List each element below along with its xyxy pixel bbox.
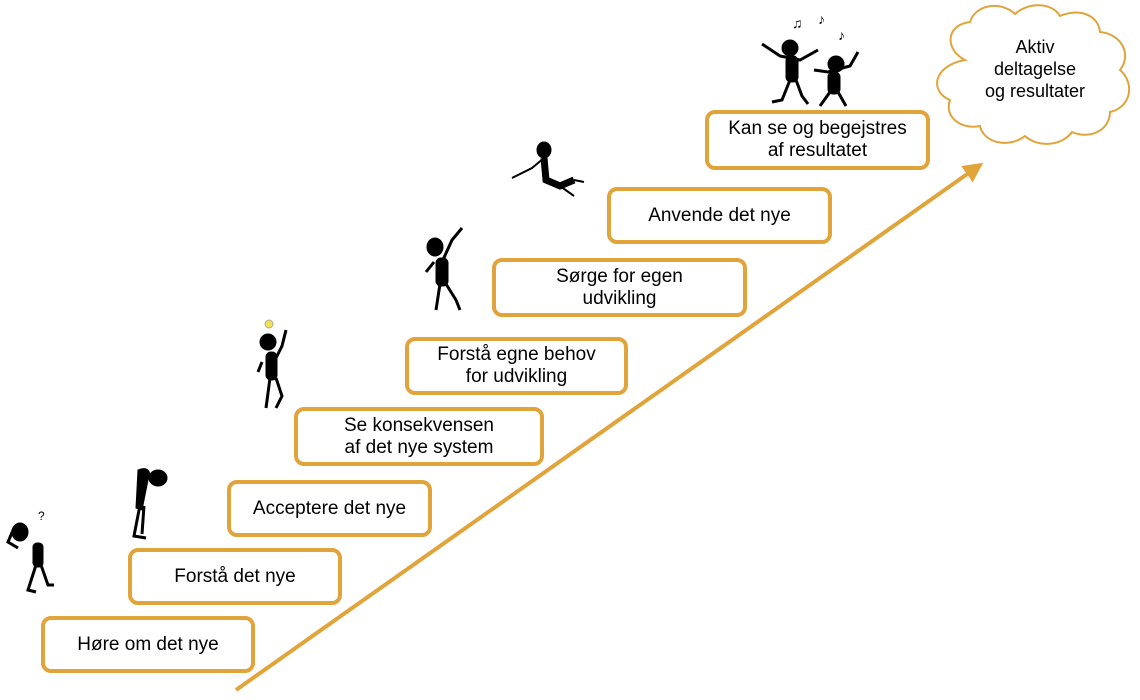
step-3-line-1: Acceptere det nye (252, 497, 407, 519)
step-2-box: Forstå det nye (128, 548, 342, 605)
step-1-line-1: Høre om det nye (77, 633, 219, 655)
dancing-people-icon: ♫ ♪ ♪ (761, 11, 860, 107)
goal-text: Aktiv deltagelse og resultater (960, 36, 1110, 102)
step-3-box: Acceptere det nye (227, 480, 432, 537)
step-7-box: Anvende det nye (607, 187, 832, 244)
step-5-line-1: Forstå egne behov (437, 344, 596, 365)
step-8-box: Kan se og begejstres af resultatet (705, 110, 930, 170)
goal-line-2: deltagelse (993, 59, 1077, 79)
idea-person-icon (256, 319, 288, 409)
svg-text:♪: ♪ (818, 11, 825, 27)
goal-line-1: Aktiv (1015, 37, 1055, 57)
step-7-line-1: Anvende det nye (648, 204, 791, 226)
goal-line-3: og resultater (984, 81, 1086, 101)
jumping-person-icon (511, 141, 585, 197)
step-6-line-1: Sørge for egen (556, 265, 683, 287)
svg-text:?: ? (38, 509, 45, 523)
svg-text:♪: ♪ (838, 27, 845, 43)
progress-arrow (234, 162, 984, 692)
confused-person-icon: ? (6, 509, 54, 594)
svg-text:♫: ♫ (792, 15, 803, 31)
step-8-line-2: af resultatet (767, 140, 868, 161)
step-5-box: Forstå egne behov for udvikling (405, 337, 628, 395)
step-4-line-2: af det nye system (344, 436, 494, 458)
step-6-box: Sørge for egen udvikling (492, 258, 747, 317)
step-6-line-2: udvikling (582, 287, 657, 309)
goal-cloud (936, 4, 1130, 145)
step-5-line-2: for udvikling (465, 366, 568, 387)
step-2-line-1: Forstå det nye (174, 565, 296, 587)
step-8-line-1: Kan se og begejstres (728, 118, 907, 139)
bowing-person-icon (132, 468, 168, 540)
pointing-person-icon (424, 227, 464, 311)
step-4-line-1: Se konsekvensen (344, 414, 494, 436)
step-1-box: Høre om det nye (41, 616, 255, 673)
step-4-box: Se konsekvensen af det nye system (294, 407, 544, 466)
